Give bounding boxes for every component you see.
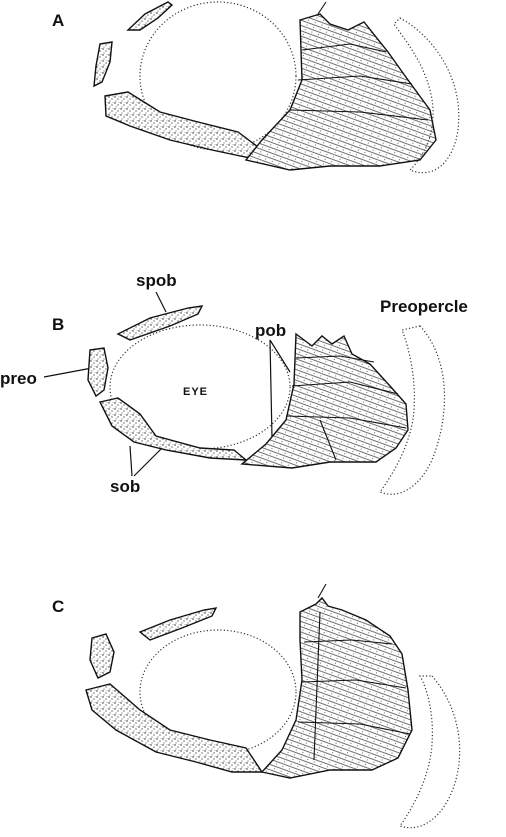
label-preopercle: Preopercle [380,297,468,316]
label-spob: spob [136,271,177,290]
panel-a: A [52,2,459,173]
panel-b-preorbital-bone [88,348,108,396]
panel-c-letter: C [52,597,64,616]
label-sob: sob [110,477,140,496]
panel-a-postorbital-bones [246,14,436,170]
panel-c-spine [318,584,326,598]
panel-c-preorbital-bone [90,634,114,678]
label-preo: preo [0,369,37,388]
panel-a-preorbital-bone [94,42,112,86]
panel-a-spine [318,2,326,14]
leader-preo [44,368,92,377]
panel-c-suborbital-bones [86,684,262,772]
panel-c: C [52,584,460,828]
leader-spob [156,292,166,312]
panel-a-supraorbital-bone [128,2,172,30]
panel-c-postorbital-bones [262,598,412,778]
leader-sob [130,446,162,476]
eye-label: EYE [183,386,208,398]
panel-c-supraorbital-bone [140,608,216,640]
panel-b-suborbital-bones [100,398,246,460]
panel-a-letter: A [52,11,64,30]
label-pob: pob [255,321,286,340]
panel-a-suborbital-bones [105,92,262,158]
panel-b-postorbital-bones [242,334,408,468]
panel-b: B spob preo EYE pob Preopercle sob [0,271,468,496]
panel-b-supraorbital-bone [118,306,202,340]
panel-b-letter: B [52,315,64,334]
